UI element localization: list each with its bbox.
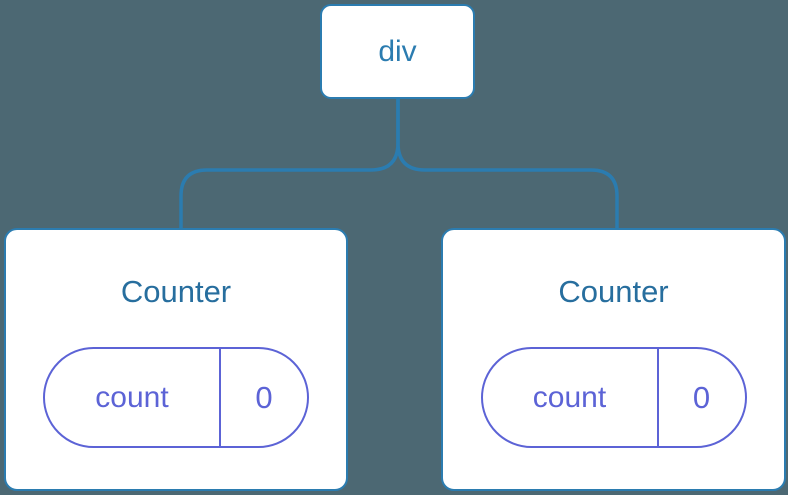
state-pill: count 0 <box>480 347 747 448</box>
connector-right-branch <box>396 96 619 231</box>
component-title: Counter <box>558 274 669 309</box>
state-key: count <box>45 349 221 446</box>
state-key: count <box>483 349 659 446</box>
connector-left-branch <box>179 96 400 231</box>
state-value: 0 <box>255 379 273 415</box>
root-node-label: div <box>378 34 417 68</box>
component-title: Counter <box>120 274 232 309</box>
root-node: div <box>320 4 475 99</box>
state-value: 0 <box>692 379 711 415</box>
state-pill: count 0 <box>43 347 309 448</box>
component-card-counter-2: Counter count 0 <box>441 228 786 491</box>
component-card-counter-1: Counter count 0 <box>4 228 348 491</box>
